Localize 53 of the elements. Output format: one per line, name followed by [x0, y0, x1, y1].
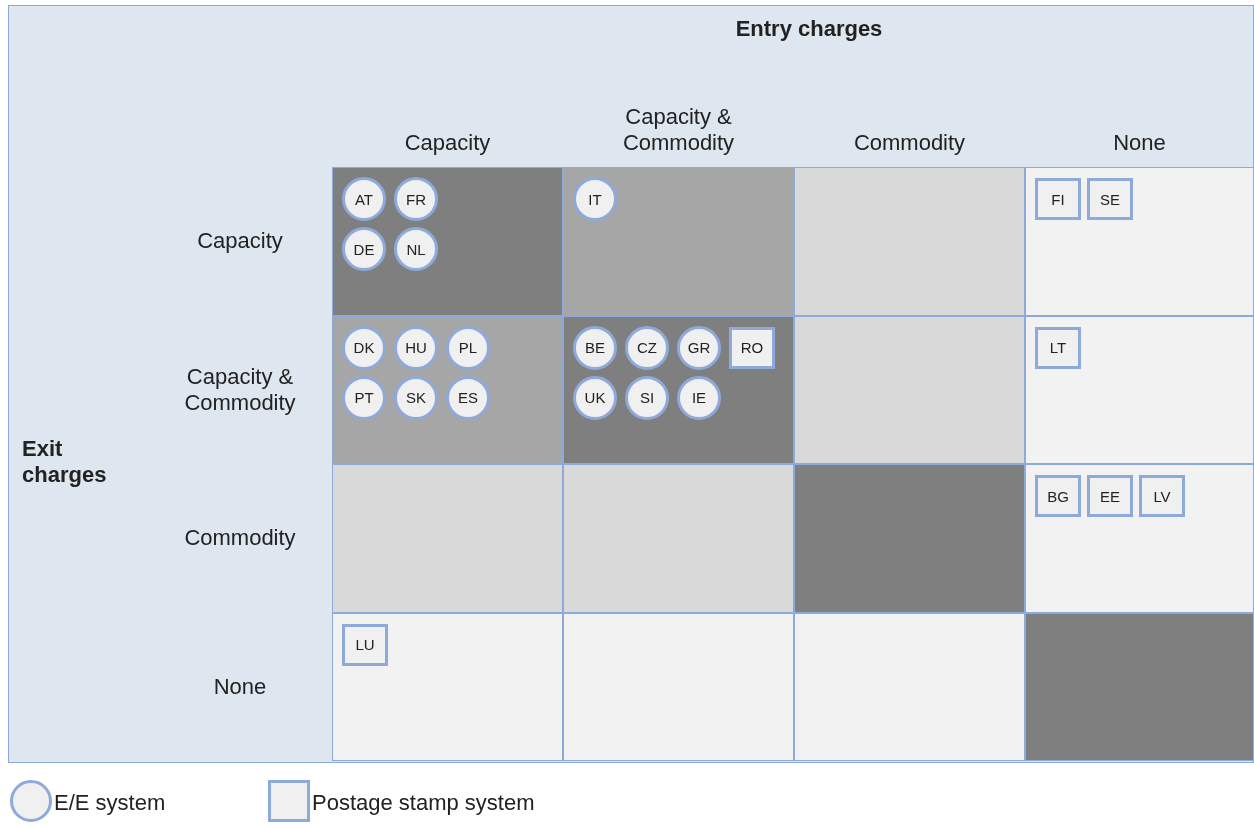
country-square: LU [342, 623, 388, 666]
country-circle: IT [573, 177, 617, 221]
row-header: Capacity [196, 228, 284, 255]
row-header: Commodity [183, 525, 297, 552]
matrix-cell [563, 612, 794, 761]
legend-label: E/E system [54, 790, 166, 816]
country-circle: AT [342, 177, 386, 221]
matrix-cell [332, 464, 563, 613]
matrix-cell [794, 612, 1025, 761]
matrix-cell [1025, 315, 1254, 464]
country-square: LV [1139, 475, 1185, 517]
matrix-cell [563, 167, 794, 316]
axis-title: Entry charges [734, 16, 884, 42]
column-header: None [1112, 130, 1167, 156]
country-circle: IE [677, 375, 721, 420]
country-square: FI [1035, 178, 1081, 220]
row-header: Capacity & Commodity [183, 363, 297, 416]
country-circle: CZ [625, 325, 669, 370]
country-circle: GR [677, 325, 721, 370]
matrix-cell [332, 167, 563, 316]
country-square: LT [1035, 326, 1081, 369]
country-square: EE [1087, 475, 1133, 517]
matrix-cell [794, 167, 1025, 316]
country-square: BG [1035, 475, 1081, 517]
country-circle: UK [573, 375, 617, 420]
column-header: Capacity [403, 130, 492, 156]
matrix-cell [563, 315, 794, 464]
column-header: Commodity [852, 130, 967, 156]
country-circle: SI [625, 375, 669, 420]
column-header: Capacity & Commodity [621, 104, 736, 156]
matrix-cell [794, 464, 1025, 613]
country-circle: FR [394, 177, 438, 221]
matrix-cell [1025, 612, 1254, 761]
axis-title: Exit charges [22, 436, 108, 488]
country-circle: ES [446, 375, 490, 420]
matrix-cell [1025, 464, 1254, 613]
matrix-cell [794, 315, 1025, 464]
country-circle: PL [446, 325, 490, 370]
matrix-cell [332, 612, 563, 761]
country-circle: HU [394, 325, 438, 370]
matrix-cell [1025, 167, 1254, 316]
country-square: RO [729, 326, 775, 369]
country-circle: BE [573, 325, 617, 370]
country-circle: DE [342, 227, 386, 271]
country-circle: NL [394, 227, 438, 271]
matrix-cell [563, 464, 794, 613]
matrix-cell [332, 315, 563, 464]
country-circle: SK [394, 375, 438, 420]
country-circle: DK [342, 325, 386, 370]
country-circle: PT [342, 375, 386, 420]
legend-label: Postage stamp system [312, 790, 535, 816]
country-square: SE [1087, 178, 1133, 220]
row-header: None [212, 673, 268, 700]
